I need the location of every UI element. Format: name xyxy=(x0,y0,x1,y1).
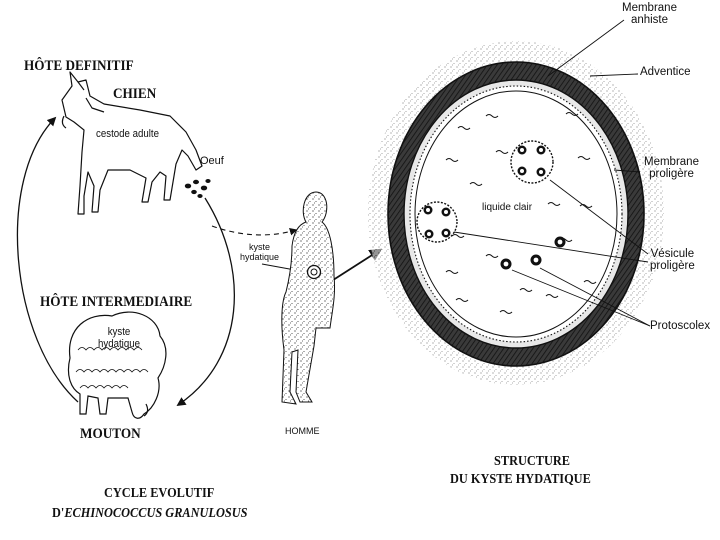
label-adventice: Adventice xyxy=(640,66,691,78)
protoscolex-group xyxy=(500,236,566,270)
cyst-fluid-marks xyxy=(445,112,597,314)
human-illustration xyxy=(281,191,335,405)
arrow-to-cyst-structure xyxy=(329,248,383,283)
label-vesicule-proligere: Vésicule proligère xyxy=(650,248,695,272)
cycle-arrow-left xyxy=(16,116,79,403)
label-protoscolex: Protoscolex xyxy=(650,320,711,332)
dog-illustration xyxy=(61,71,203,215)
label-hote-intermediaire: HÔTE INTERMEDIAIRE xyxy=(40,294,193,310)
label-kyste-hydatique-mouton: kyste hydatique xyxy=(98,326,140,350)
leader-lines xyxy=(453,19,651,327)
label-homme: HOMME xyxy=(285,426,320,436)
label-oeuf: Oeuf xyxy=(200,155,224,167)
cycle-title-line1: CYCLE EVOLUTIF xyxy=(104,486,215,501)
vesicule-proligere-2 xyxy=(416,201,458,243)
egg-cluster-icon xyxy=(184,179,211,198)
label-kyste-hydatique-homme: kyste hydatique xyxy=(240,242,280,262)
label-cestode-adulte: cestode adulte xyxy=(96,128,159,140)
sheep-illustration xyxy=(67,311,167,419)
cycle-title-line2: D'ECHINOCOCCUS GRANULOSUS xyxy=(52,506,248,521)
label-chien: CHIEN xyxy=(113,86,157,102)
cycle-arrow-right xyxy=(176,197,235,407)
vesicule-proligere-1 xyxy=(510,140,554,184)
label-hote-definitif: HÔTE DEFINITIF xyxy=(24,58,134,74)
label-membrane-proligere: Membrane proligère xyxy=(644,156,699,180)
dashed-arrow-to-homme xyxy=(211,225,298,236)
label-membrane-anhiste: Membrane anhiste xyxy=(622,2,677,26)
dog-tongue-icon xyxy=(61,115,67,129)
label-mouton: MOUTON xyxy=(80,426,141,442)
cyst-title-line2: DU KYSTE HYDATIQUE xyxy=(450,472,591,487)
human-cyst-icon xyxy=(306,264,322,280)
label-liquide-clair: liquide clair xyxy=(482,202,533,213)
cyst-title-line1: STRUCTURE xyxy=(494,454,570,469)
